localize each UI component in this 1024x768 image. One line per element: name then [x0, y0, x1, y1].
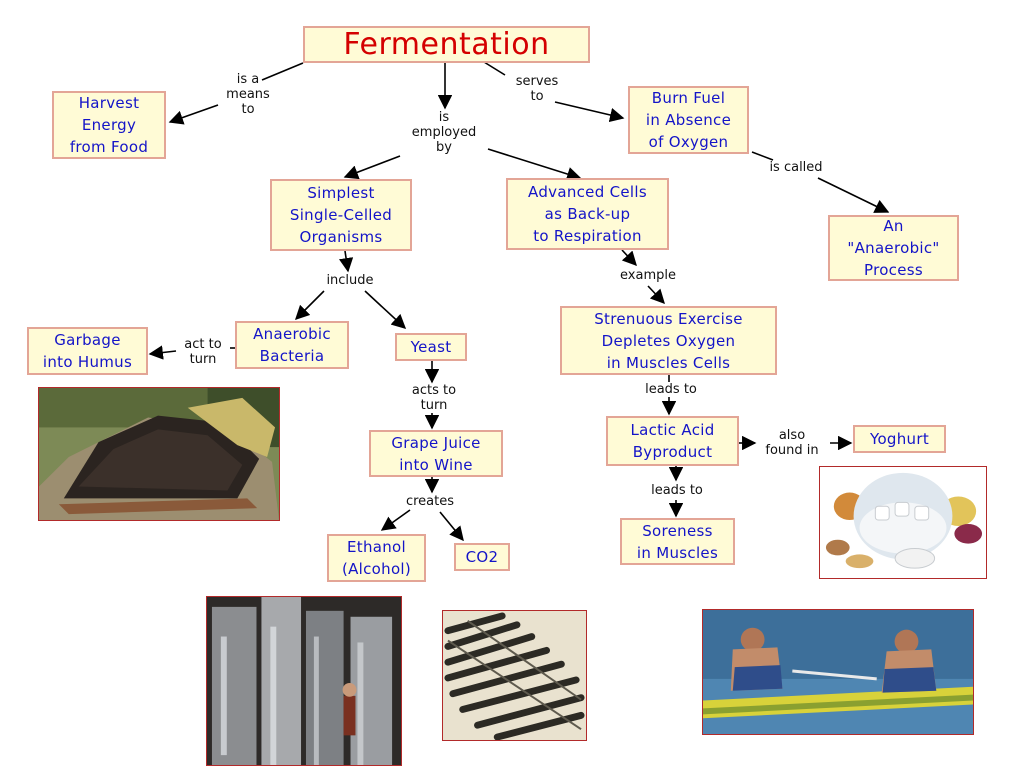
compost-heap-photo — [38, 387, 280, 521]
node-anaerobic-bacteria: Anaerobic Bacteria — [235, 321, 349, 369]
link-is-employed-by: is employed by — [411, 110, 477, 155]
node-advanced-cells: Advanced Cells as Back-up to Respiration — [506, 178, 669, 250]
link-acts-to-turn: acts to turn — [411, 383, 457, 413]
node-yeast: Yeast — [395, 333, 467, 361]
link-leads-to-2: leads to — [651, 483, 703, 498]
node-anaerobic-process: An "Anaerobic" Process — [828, 215, 959, 281]
yoghurt-maker-photo — [819, 466, 987, 579]
link-is-a-means-to: is a means to — [226, 72, 270, 117]
link-also-found-in: also found in — [765, 428, 819, 458]
link-is-called: is called — [769, 160, 823, 175]
link-include: include — [326, 273, 374, 288]
link-example: example — [620, 268, 676, 283]
link-creates: creates — [405, 494, 455, 509]
link-act-to-turn: act to turn — [184, 337, 222, 367]
node-burn-fuel: Burn Fuel in Absence of Oxygen — [628, 86, 749, 154]
node-ethanol: Ethanol (Alcohol) — [327, 534, 426, 582]
exhausted-rowers-photo — [702, 609, 974, 735]
node-yoghurt: Yoghurt — [853, 425, 946, 453]
link-serves-to: serves to — [515, 74, 559, 104]
node-grape-juice: Grape Juice into Wine — [369, 430, 503, 477]
node-strenuous-exercise: Strenuous Exercise Depletes Oxygen in Mu… — [560, 306, 777, 375]
node-simplest-organisms: Simplest Single-Celled Organisms — [270, 179, 412, 251]
node-lactic-acid: Lactic Acid Byproduct — [606, 416, 739, 466]
bottles-rack-photo — [442, 610, 587, 741]
node-co2: CO2 — [454, 543, 510, 571]
node-garbage-humus: Garbage into Humus — [27, 327, 148, 375]
link-leads-to-1: leads to — [645, 382, 697, 397]
node-harvest-energy: Harvest Energy from Food — [52, 91, 166, 159]
node-soreness: Soreness in Muscles — [620, 518, 735, 565]
node-fermentation: Fermentation — [303, 26, 590, 63]
wine-tanks-photo — [206, 596, 402, 766]
